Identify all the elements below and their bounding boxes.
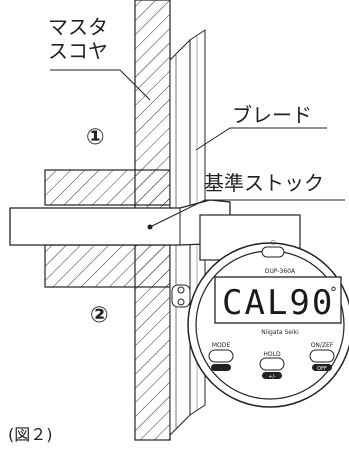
hinge-clip xyxy=(171,284,191,308)
leader-stock xyxy=(149,199,345,228)
label-master-square-line1: マスタ xyxy=(48,15,108,39)
leader-square xyxy=(50,69,151,101)
button-onzef-label: ON/ZEF xyxy=(311,342,334,349)
button-mode[interactable]: MODE xyxy=(208,342,234,371)
label-master-square-line2: スコヤ xyxy=(48,39,108,63)
lcd-degree-symbol: ° xyxy=(330,285,337,301)
square-lower-foot xyxy=(44,244,171,288)
button-hold-sub: +/- xyxy=(268,374,276,380)
device-model: DUP-360A xyxy=(265,268,296,275)
leader-lines xyxy=(50,69,345,228)
label-position-2: ② xyxy=(90,303,109,328)
reference-stock xyxy=(9,199,231,246)
stock-bar xyxy=(9,199,231,246)
label-reference-stock: 基準ストック xyxy=(204,171,324,195)
device-brand: Niigata Seiki xyxy=(261,329,299,336)
button-onzef[interactable]: ON/ZEF OFF xyxy=(309,342,335,372)
digital-protractor: ○ DUP-360A CAL90 ° Niigata Seiki MODE HO… xyxy=(187,214,349,408)
leader-blade xyxy=(195,127,327,151)
button-hold-label: HOLD xyxy=(263,351,281,358)
button-hold[interactable]: HOLD +/- xyxy=(259,351,285,380)
power-indicator-mark: ○ xyxy=(270,239,275,246)
power-indicator xyxy=(261,246,285,258)
button-mode-label: MODE xyxy=(212,342,231,349)
button-onzef-sub: OFF xyxy=(317,366,327,372)
label-blade: ブレード xyxy=(232,103,312,127)
label-position-1: ① xyxy=(86,125,105,150)
square-upper-foot xyxy=(44,169,171,206)
lcd-readout: CAL90 xyxy=(222,283,334,323)
figure-caption: (図２) xyxy=(8,425,53,444)
lcd-screen xyxy=(214,276,342,324)
